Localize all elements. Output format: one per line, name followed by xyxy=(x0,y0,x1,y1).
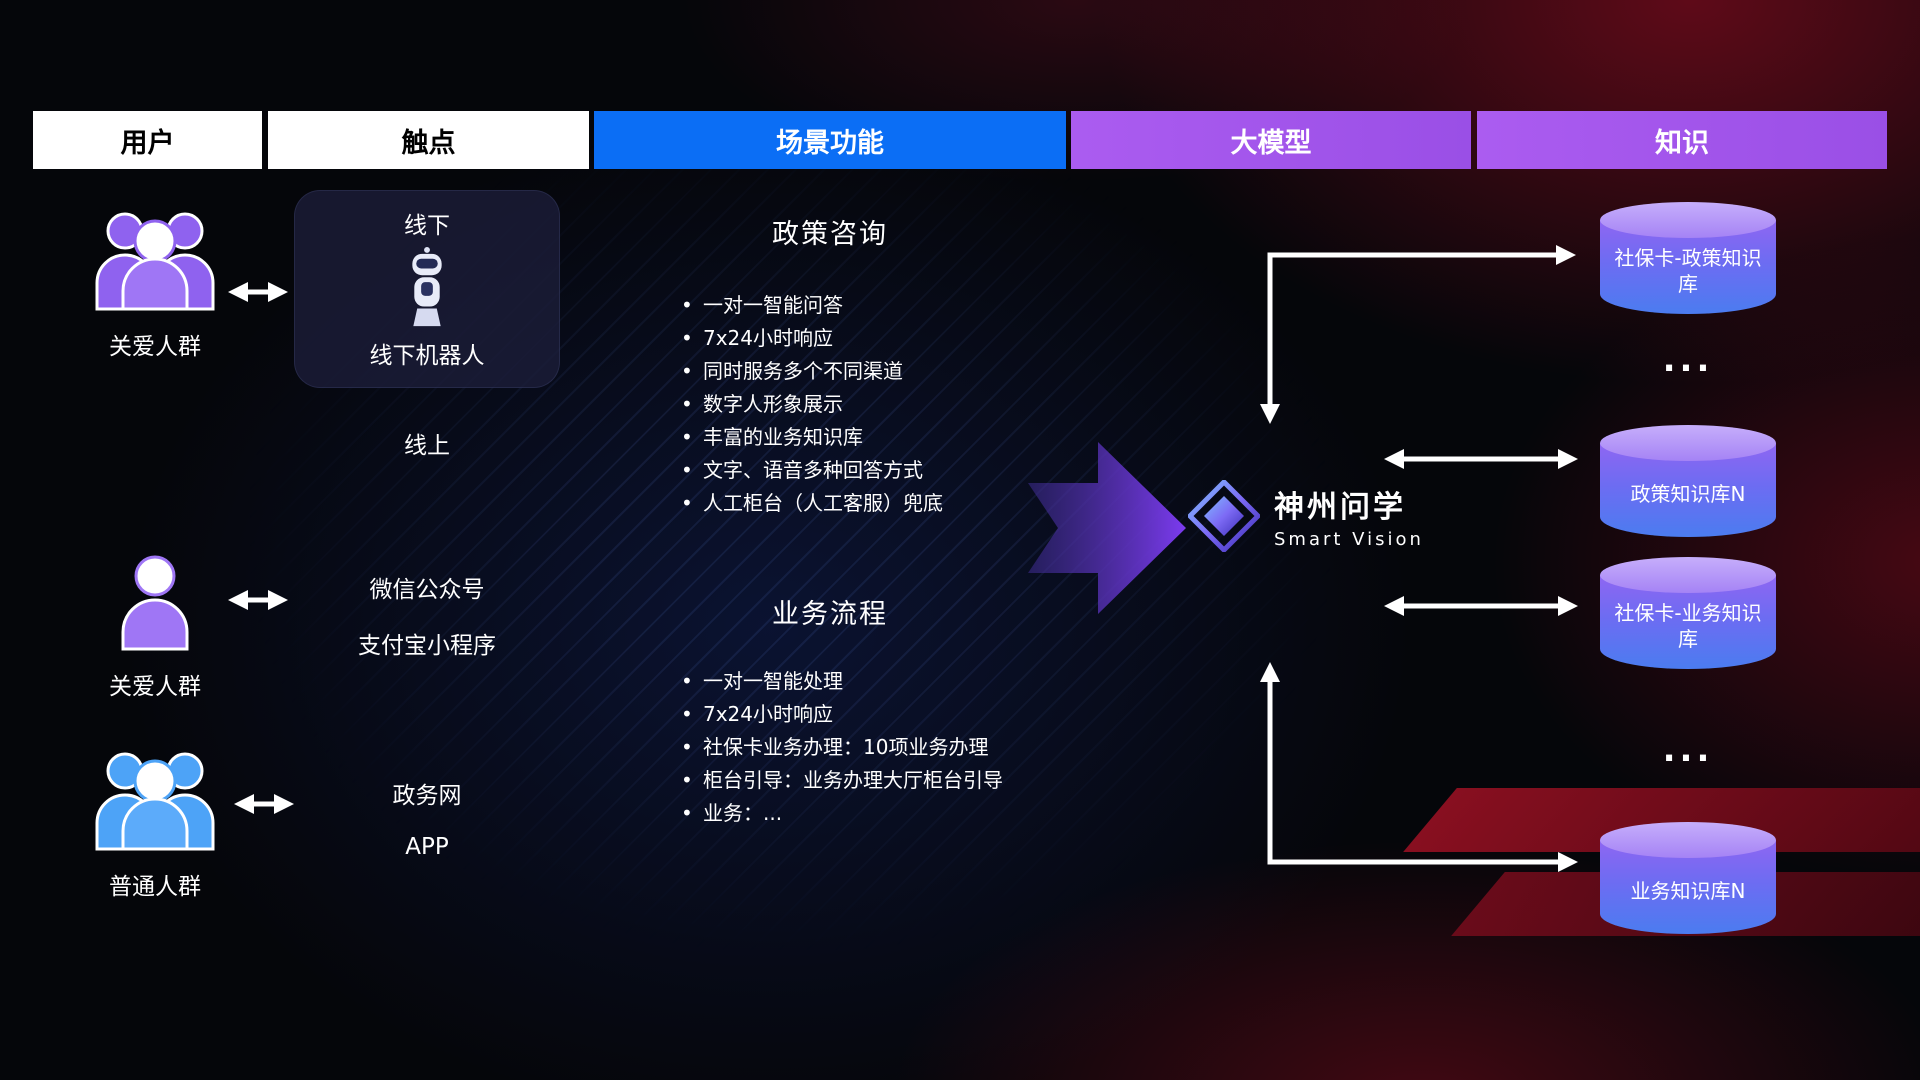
user-group-caring-1: 关爱人群 xyxy=(50,205,260,361)
offline-touchpoint-card: 线下 线下机器人 xyxy=(294,190,560,388)
column-header-knowledge: 知识 xyxy=(1477,111,1887,169)
list-item: 社保卡业务办理：10项业务办理 xyxy=(677,734,1003,760)
touchpoint-app: APP xyxy=(405,834,449,860)
list-item: 业务：... xyxy=(677,800,1003,826)
column-header-users-label: 用户 xyxy=(120,127,175,159)
column-header-large-model: 大模型 xyxy=(1071,111,1471,169)
model-text: 神州问学 Smart Vision xyxy=(1274,482,1424,550)
user-group-label: 关爱人群 xyxy=(109,334,201,360)
knowledge-db-label: 社保卡-政策知识库 xyxy=(1614,246,1762,296)
list-item: 同时服务多个不同渠道 xyxy=(677,358,943,384)
model-knowledge-elbow-arrow-top xyxy=(1260,245,1576,424)
knowledge-ellipsis: ... xyxy=(1662,730,1714,770)
column-header-knowledge-label: 知识 xyxy=(1655,127,1709,159)
smart-vision-model: 神州问学 Smart Vision xyxy=(1188,480,1424,552)
touchpoint-alipay: 支付宝小程序 xyxy=(358,633,496,659)
list-item: 一对一智能处理 xyxy=(677,668,1003,694)
flow-arrow-to-model xyxy=(1028,442,1186,614)
diamond-logo-icon xyxy=(1188,480,1260,552)
model-name: 神州问学 xyxy=(1274,490,1406,525)
scene-title-policy-consult: 政策咨询 xyxy=(772,219,888,250)
list-item: 7x24小时响应 xyxy=(677,701,1003,727)
scene-business-feature-list: 一对一智能处理 7x24小时响应 社保卡业务办理：10项业务办理 柜台引导：业务… xyxy=(677,668,1003,833)
list-item: 一对一智能问答 xyxy=(677,292,943,318)
robot-icon xyxy=(412,246,442,327)
users-group-icon xyxy=(95,212,215,311)
touchpoint-gov-web: 政务网 xyxy=(392,783,462,809)
column-header-users: 用户 xyxy=(33,111,262,169)
user-group-general: 普通人群 xyxy=(50,745,260,901)
column-header-large-model-label: 大模型 xyxy=(1230,127,1312,159)
touchpoint-wechat: 微信公众号 xyxy=(369,577,485,603)
user-group-label: 普通人群 xyxy=(109,874,201,900)
list-item: 人工柜台（人工客服）兜底 xyxy=(677,490,943,516)
user-group-caring-2: 关爱人群 xyxy=(50,553,260,701)
cylinder-top xyxy=(1600,557,1776,593)
list-item: 7x24小时响应 xyxy=(677,325,943,351)
list-item: 文字、语音多种回答方式 xyxy=(677,457,943,483)
user-group-label: 关爱人群 xyxy=(109,674,201,700)
knowledge-db-label: 社保卡-业务知识库 xyxy=(1614,601,1762,651)
list-item: 数字人形象展示 xyxy=(677,391,943,417)
knowledge-db-label: 业务知识库N xyxy=(1630,879,1746,903)
knowledge-ellipsis: ... xyxy=(1662,340,1714,380)
scene-policy-feature-list: 一对一智能问答 7x24小时响应 同时服务多个不同渠道 数字人形象展示 丰富的业… xyxy=(677,292,943,523)
online-title: 线上 xyxy=(404,433,450,459)
knowledge-db-label: 政策知识库N xyxy=(1630,482,1746,506)
offline-robot-label: 线下机器人 xyxy=(369,343,485,369)
cylinder-top xyxy=(1600,425,1776,461)
model-subtitle: Smart Vision xyxy=(1274,529,1424,550)
column-header-touchpoints-label: 触点 xyxy=(401,127,456,159)
offline-title: 线下 xyxy=(404,213,450,239)
scene-title-business-process: 业务流程 xyxy=(772,599,888,630)
cylinder-top xyxy=(1600,202,1776,238)
knowledge-db-business-n: 业务知识库N xyxy=(1600,822,1776,934)
cylinder-top xyxy=(1600,822,1776,858)
list-item: 柜台引导：业务办理大厅柜台引导 xyxy=(677,767,1003,793)
column-header-touchpoints: 触点 xyxy=(268,111,589,169)
column-header-scene-functions: 场景功能 xyxy=(594,111,1066,169)
list-item: 丰富的业务知识库 xyxy=(677,424,943,450)
column-header-scene-functions-label: 场景功能 xyxy=(776,127,884,159)
users-group-icon xyxy=(95,752,215,851)
knowledge-db-business-shebao: 社保卡-业务知识库 xyxy=(1600,557,1776,669)
user-single-icon xyxy=(121,555,189,651)
knowledge-db-policy-shebao: 社保卡-政策知识库 xyxy=(1600,202,1776,314)
knowledge-db-policy-n: 政策知识库N xyxy=(1600,425,1776,537)
